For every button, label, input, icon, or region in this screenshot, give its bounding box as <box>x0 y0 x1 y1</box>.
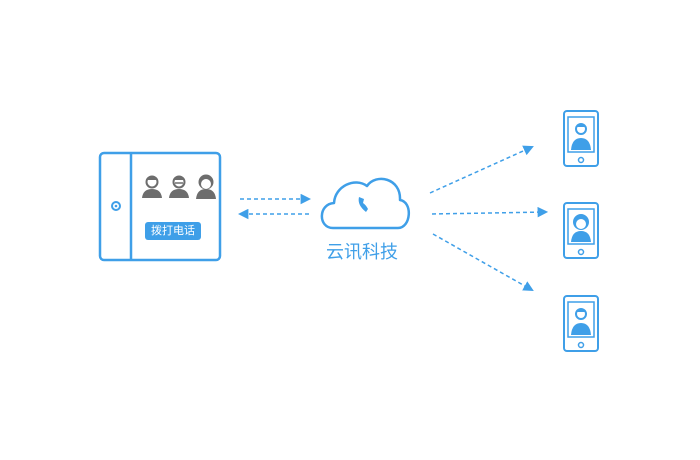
male-user-icon <box>571 308 591 335</box>
door-knob-icon <box>111 201 121 211</box>
fanout-arrows <box>429 145 549 292</box>
phone-icon <box>358 197 368 212</box>
call-button[interactable]: 拨打电话 <box>145 222 201 240</box>
female-user-icon <box>196 174 216 199</box>
cloud-icon <box>320 177 410 230</box>
female-user-icon <box>571 214 591 242</box>
glasses-user-icon <box>169 175 189 198</box>
phone-device-2 <box>563 202 599 259</box>
cloud-label: 云讯科技 <box>326 242 398 263</box>
phone-device-3 <box>563 295 599 352</box>
phone-device-1 <box>563 110 599 167</box>
male-user-icon <box>142 175 162 198</box>
male-user-icon <box>571 123 591 150</box>
bidirectional-arrows <box>237 193 312 220</box>
intercom-panel <box>98 151 222 262</box>
